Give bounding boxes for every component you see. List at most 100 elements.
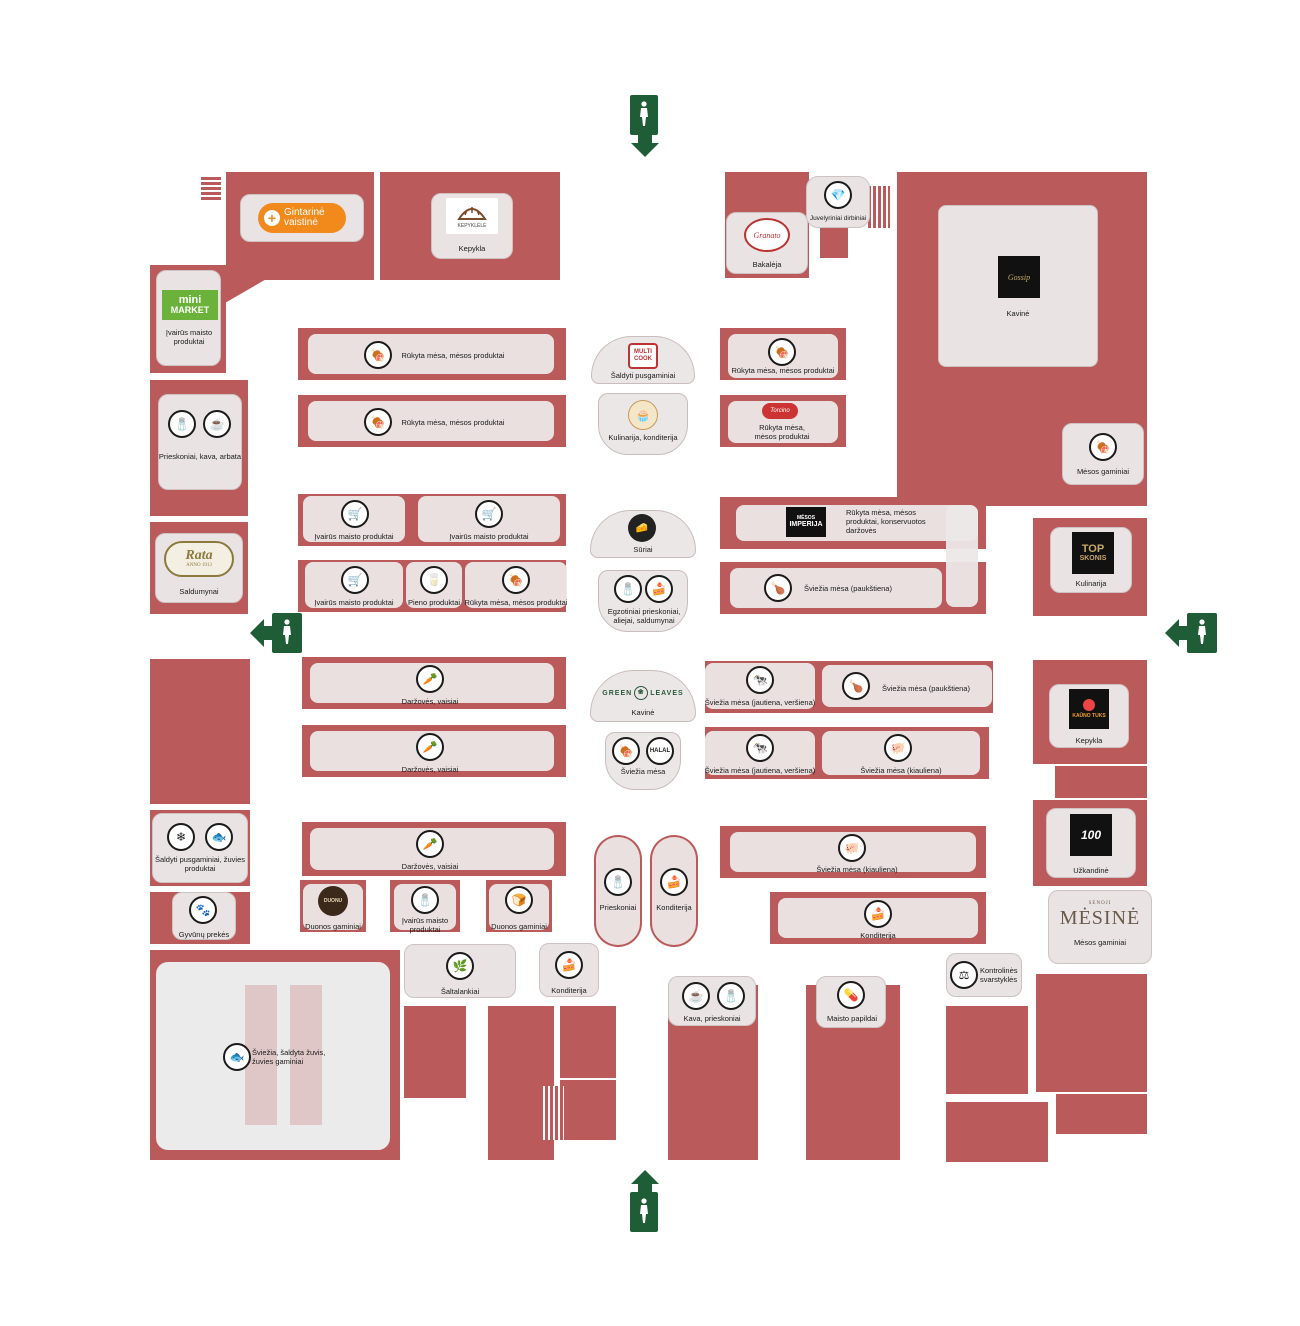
chicken-icon: 🍗 <box>842 672 870 700</box>
store-block <box>560 1006 616 1078</box>
halal-icon: HALAL <box>646 737 674 765</box>
seniji-text: SENOJI <box>1088 900 1112 906</box>
store-block <box>1055 766 1147 798</box>
shop-label: Bakalėja <box>752 260 782 269</box>
shop-label: Rūkyta mėsa, mėsos produktai <box>731 366 835 375</box>
bread-icon <box>457 207 487 220</box>
store-block <box>1056 1094 1147 1134</box>
shop-label: Egzotiniai prieskoniai, aliejai, saldumy… <box>607 607 681 625</box>
gossip-text: Gossip <box>1007 272 1031 282</box>
store-block <box>150 659 250 804</box>
shop-egzotiniai[interactable] <box>598 570 688 632</box>
grocery-icon: 🛒 <box>475 500 503 528</box>
vegetables-icon: 🥕 <box>416 665 444 693</box>
store-block <box>1036 974 1147 1092</box>
multicook-logo: MULTI COOK <box>628 343 658 369</box>
shop-mesos-imperija[interactable] <box>736 505 978 541</box>
mini-text: mini <box>178 294 202 306</box>
fish-icon: 🐟 <box>205 823 233 851</box>
pig-icon: 🐖 <box>884 734 912 762</box>
kauno-tuks-text: KAŪNO TUKS <box>1072 713 1106 719</box>
shop-label: Šviežia mėsa (paukštiena) <box>804 584 892 593</box>
shop-label: Daržovės, vaisiai <box>401 765 459 774</box>
herb-icon: 🌿 <box>446 952 474 980</box>
stairs <box>201 176 221 200</box>
shop-label: Mėsos gaminiai <box>1073 938 1127 947</box>
cook-text: COOK <box>634 356 652 362</box>
shop-rukyta-2[interactable] <box>308 401 554 441</box>
shop-label: Kavinė <box>1006 309 1030 318</box>
exit-top[interactable] <box>630 95 658 135</box>
pedestrian-icon <box>283 619 291 644</box>
shop-label: Rūkyta mėsa, mėsos produktai <box>401 418 505 427</box>
granato-logo: Granato <box>744 218 790 252</box>
shop-label: Kepykla <box>1075 736 1103 745</box>
shop-label: Šaldyti pusgaminiai <box>610 371 676 380</box>
shop-label: Šviežia, šaldyta žuvis, žuvies gaminiai <box>252 1048 326 1066</box>
shop-label: Maisto papildai <box>826 1014 878 1023</box>
shop-label: Įvairūs maisto produktai <box>401 916 449 934</box>
exit-left[interactable] <box>272 613 302 653</box>
arrow-left-icon <box>1165 619 1189 647</box>
fish-icon: 🐟 <box>223 1043 251 1071</box>
store-block <box>290 985 322 1125</box>
shop-rukyta-1[interactable] <box>308 334 554 374</box>
cow-icon: 🐄 <box>746 734 774 762</box>
shop-label: Prieskoniai, kava, arbata <box>158 452 242 461</box>
shop-label: Pieno produktai <box>407 598 461 607</box>
grocery-icon: 🛒 <box>341 566 369 594</box>
shop-label: Juvelyriniai dirbiniai <box>809 215 867 222</box>
shop-label: Daržovės, vaisiai <box>401 862 459 871</box>
shop-zuvis[interactable] <box>156 962 390 1150</box>
chicken-icon: 🍗 <box>764 574 792 602</box>
vegetables-icon: 🥕 <box>416 733 444 761</box>
shop-label: Šviežia mėsa (jautiena, veršiena) <box>704 698 816 707</box>
shop-label: Kontrolinės svarstyklės <box>980 966 1018 984</box>
store-block <box>560 1080 616 1140</box>
granato-text: Granato <box>753 230 781 240</box>
meat-icon: 🍖 <box>364 408 392 436</box>
cake-icon: 🍰 <box>555 951 583 979</box>
cheese-shop-logo: 🧀 <box>628 514 656 542</box>
shop-prieskoniai-kava[interactable] <box>158 394 242 490</box>
milk-icon: 🥛 <box>420 566 448 594</box>
meat-icon: 🍖 <box>768 338 796 366</box>
pedestrian-icon <box>640 101 648 126</box>
pharmacy-cross-icon: + <box>264 210 280 226</box>
shop-label: Rūkyta mėsa, mėsos produktai <box>754 423 810 441</box>
shop-saldyti-zuvies[interactable] <box>152 813 248 883</box>
mesos-imperija-logo: MĖSOS IMPERIJA <box>786 507 826 537</box>
meat-icon: 🍖 <box>612 737 640 765</box>
stairs <box>540 1086 564 1140</box>
shop-label: Šviežia mėsa (paukštiena) <box>882 684 970 693</box>
gintarine-logo: + Gintarinė vaistinė <box>258 203 346 233</box>
meat-icon: 🍖 <box>1089 433 1117 461</box>
duonu-logo: DUONU <box>318 886 348 916</box>
paw-icon: 🐾 <box>189 896 217 924</box>
cake-icon: 🍰 <box>660 868 688 896</box>
exit-right[interactable] <box>1187 613 1217 653</box>
shop-label: Šaldyti pusgaminiai, žuvies produktai <box>154 855 246 873</box>
shop-label: Įvairūs maisto produktai <box>314 598 394 607</box>
gintarine-line1: Gintarinė <box>284 207 325 218</box>
shop-mesine[interactable] <box>1048 890 1152 964</box>
exit-bottom[interactable] <box>630 1192 658 1232</box>
shop-mesos-imperija-side <box>946 505 978 607</box>
shop-label: Konditerija <box>656 903 692 912</box>
uzkandine-logo: 100 <box>1070 814 1112 856</box>
shop-label: Šviežia mėsa (kiauliena) <box>860 766 942 775</box>
shop-label: Gyvūnų prekės <box>178 930 230 939</box>
coffee-bean-icon: ☕ <box>682 982 710 1010</box>
arrow-up-icon <box>631 1170 659 1192</box>
shop-label: Saldumynai <box>179 587 219 596</box>
mesos-text: MĖSOS <box>796 515 816 521</box>
gintarine-line2: vaistinė <box>284 217 318 228</box>
cow-icon: 🐄 <box>746 666 774 694</box>
store-block <box>1119 372 1147 406</box>
kepykla-logo-text: KEPYKLĖLĖ <box>457 223 487 229</box>
grocery-icon: 🛒 <box>341 500 369 528</box>
stairs <box>868 186 890 228</box>
shop-label: Mėsos gaminiai <box>1076 467 1130 476</box>
pedestrian-icon <box>640 1198 648 1223</box>
